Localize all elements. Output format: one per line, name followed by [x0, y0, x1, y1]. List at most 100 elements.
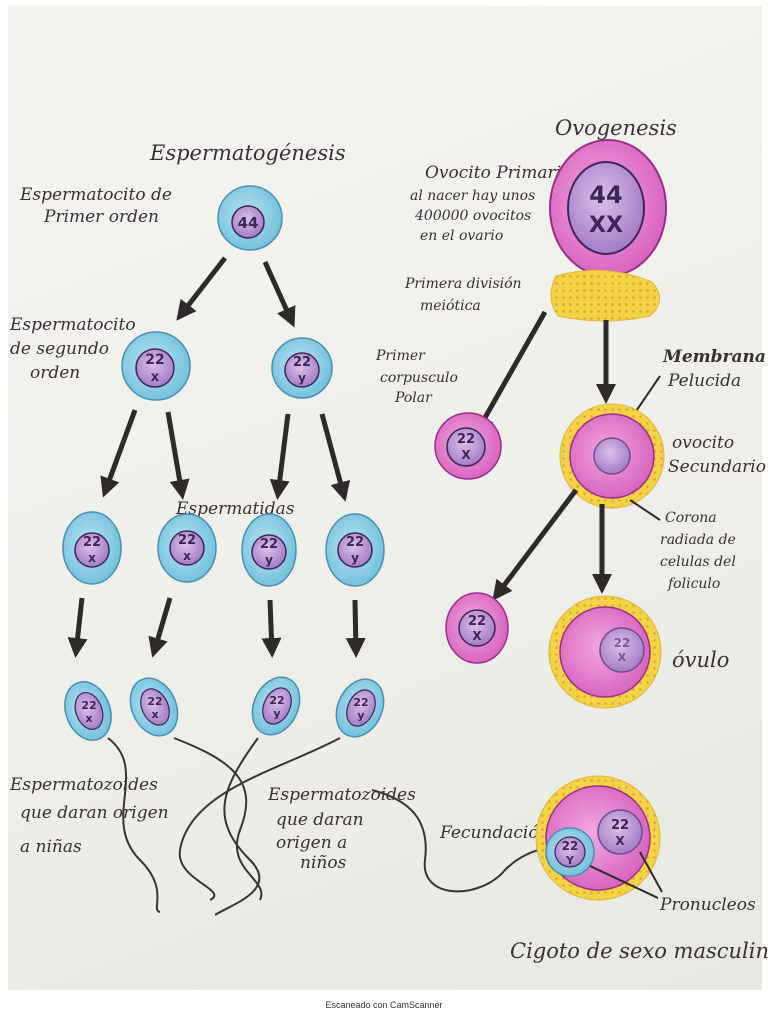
- pronuclei-pointer: [639, 851, 663, 893]
- sperm-4: 22 y: [178, 678, 385, 901]
- sex-chromosome: y: [273, 707, 280, 720]
- spermatid-1: 22 x: [62, 511, 122, 585]
- meiotic-label-line1: Primera división: [404, 276, 522, 292]
- second-polar-body: 22 X: [445, 592, 509, 664]
- sperm-girls-label-line1: Espermatozoides: [9, 775, 158, 795]
- female-pronucleus: 22 X: [597, 809, 643, 855]
- sex-chromosome: x: [151, 370, 160, 385]
- sperm-boys-label-line3: origen a: [276, 833, 347, 853]
- sperm-1: 22 x: [64, 681, 161, 913]
- sperm-girls-label-line2: que daran origen: [20, 803, 169, 823]
- sex-chromosome: X: [618, 651, 627, 664]
- sperm-boys-label-line4: niños: [300, 853, 347, 873]
- arrow: [148, 597, 173, 658]
- sperm-boys-label-line1: Espermatozoides: [267, 785, 416, 805]
- sex-chromosome: x: [85, 712, 92, 725]
- chromosome-count: 22: [260, 537, 278, 552]
- chromosome-count: 22: [611, 818, 629, 833]
- oocyte2-label-line2: Secundario: [668, 457, 766, 477]
- arrow: [261, 599, 282, 658]
- polar-label-line1: Primer: [375, 348, 426, 364]
- ovum: 22 X: [548, 595, 662, 709]
- sperm-girls-label-line3: a niñas: [20, 837, 82, 857]
- chromosome-count: 22: [457, 432, 475, 447]
- oocyte1-label-line2: al nacer hay unos: [410, 188, 535, 204]
- chromosome-count: 22: [178, 533, 196, 548]
- pronuclei-pointer: [589, 865, 659, 899]
- male-pronucleus: 22 Y: [545, 827, 595, 877]
- meiotic-label-line2: meiótica: [420, 298, 481, 314]
- chromosome-count: 22: [269, 694, 284, 707]
- spermatocyte2-label-line2: de segundo: [10, 339, 109, 359]
- sex-chromosome: y: [357, 709, 364, 722]
- sex-chromosome: y: [351, 551, 359, 565]
- secondary-spermatocyte-x: 22 x: [121, 331, 191, 401]
- arrow: [176, 256, 227, 321]
- spermatocyte1-label-line1: Espermatocito de: [19, 185, 172, 205]
- zygote: 22 X 22 Y: [535, 775, 661, 901]
- chromosome-count: 22: [83, 535, 101, 550]
- meiosis-band: [550, 269, 660, 322]
- sperm-boys-label-line2: que daran: [276, 810, 364, 830]
- arrow: [165, 411, 190, 500]
- membrane-label-line1: Membrana: [662, 347, 766, 367]
- chromosome-count: 22: [145, 352, 164, 368]
- arrow: [67, 597, 88, 658]
- chromosome-count: 44: [238, 214, 259, 232]
- sex-chromosome: x: [88, 551, 96, 565]
- chromosome-count: 44: [589, 181, 622, 209]
- spermatogenesis-title: Espermatogénesis: [149, 141, 346, 165]
- fertilization-tail: [371, 789, 549, 893]
- oocyte2-label-line1: ovocito: [672, 433, 734, 453]
- gametogenesis-diagram: Espermatogénesis Espermatocito de Primer…: [9, 116, 768, 963]
- fertilization-label: Fecundación: [439, 823, 550, 843]
- sex-chromosome: y: [265, 553, 273, 567]
- zygote-label: Cigoto de sexo masculino: [510, 939, 768, 963]
- corona-label-line1: Corona: [665, 510, 717, 526]
- chromosome-count: 22: [468, 614, 486, 629]
- oocyte1-label-line3: 400000 ovocitos: [414, 208, 531, 224]
- chromosome-count: 22: [562, 839, 579, 853]
- pronuclei-label: Pronucleos: [659, 895, 756, 915]
- arrow: [269, 413, 291, 500]
- arrow: [475, 310, 548, 436]
- sex-chromosome: X: [461, 448, 471, 462]
- arrow: [319, 413, 351, 502]
- secondary-oocyte: [559, 403, 665, 509]
- sex-chromosome: x: [151, 708, 158, 721]
- sex-chromosome: Y: [565, 854, 575, 867]
- secondary-spermatocyte-y: 22 y: [271, 337, 333, 399]
- ovum-label: óvulo: [672, 648, 729, 672]
- sex-chromosome: x: [183, 549, 191, 563]
- sperm-2: 22 x: [129, 677, 263, 901]
- sex-chromosome: X: [472, 629, 482, 643]
- sex-chromosome: y: [298, 371, 306, 385]
- spermatocyte1-label-line2: Primer orden: [43, 207, 159, 227]
- arrow: [262, 260, 296, 328]
- scanner-footer: Escaneado con CamScanner: [325, 1000, 443, 1010]
- chromosome-count: 22: [81, 699, 96, 712]
- sex-chromosome: XX: [589, 213, 623, 238]
- corona-label-line3: celulas del: [660, 554, 736, 570]
- oogenesis-title: Ovogenesis: [555, 116, 677, 140]
- sperm-3: 22 y: [214, 676, 301, 916]
- spermatid-2: 22 x: [157, 513, 217, 583]
- arrow: [492, 488, 578, 601]
- sex-chromosome: X: [615, 834, 625, 848]
- oocyte1-label-line4: en el ovario: [420, 228, 503, 244]
- corona-pointer: [629, 499, 661, 521]
- arrow: [345, 599, 366, 658]
- arrow: [100, 409, 138, 498]
- chromosome-count: 22: [346, 535, 364, 550]
- primary-oocyte: 44 XX: [549, 139, 667, 277]
- polar-label-line3: Polar: [394, 390, 433, 406]
- spermatid-3: 22 y: [241, 513, 297, 587]
- membrane-label-line2: Pelucida: [667, 371, 741, 391]
- first-polar-body: 22 X: [434, 412, 502, 480]
- spermatid-4: 22 y: [325, 513, 385, 587]
- corona-label-line4: foliculo: [667, 576, 720, 592]
- chromosome-count: 22: [353, 696, 368, 709]
- corona-label-line2: radiada de: [660, 532, 736, 548]
- oocyte1-label-line1: Ovocito Primario: [425, 163, 571, 183]
- spermatocyte2-label-line1: Espermatocito: [9, 315, 136, 335]
